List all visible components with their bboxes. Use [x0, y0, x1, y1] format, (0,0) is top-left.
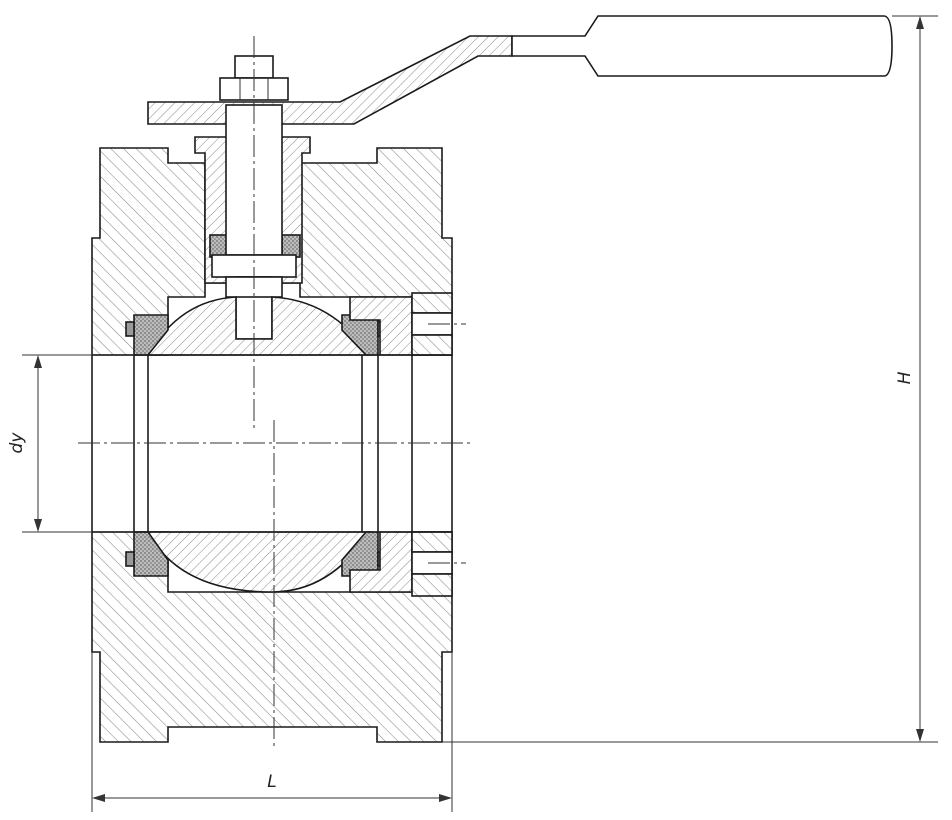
handle-lever — [147, 15, 893, 125]
dimension-height: H — [442, 15, 938, 743]
center-lines — [78, 36, 470, 750]
dimension-length: L — [91, 652, 453, 812]
dimension-dy-label: dy — [7, 432, 27, 454]
dimension-length-label: L — [267, 772, 276, 792]
dimension-dy: dy — [7, 354, 134, 533]
end-connector — [349, 292, 466, 597]
seat-rings — [125, 314, 385, 577]
dimension-height-label: H — [895, 371, 915, 384]
ball — [146, 296, 372, 593]
